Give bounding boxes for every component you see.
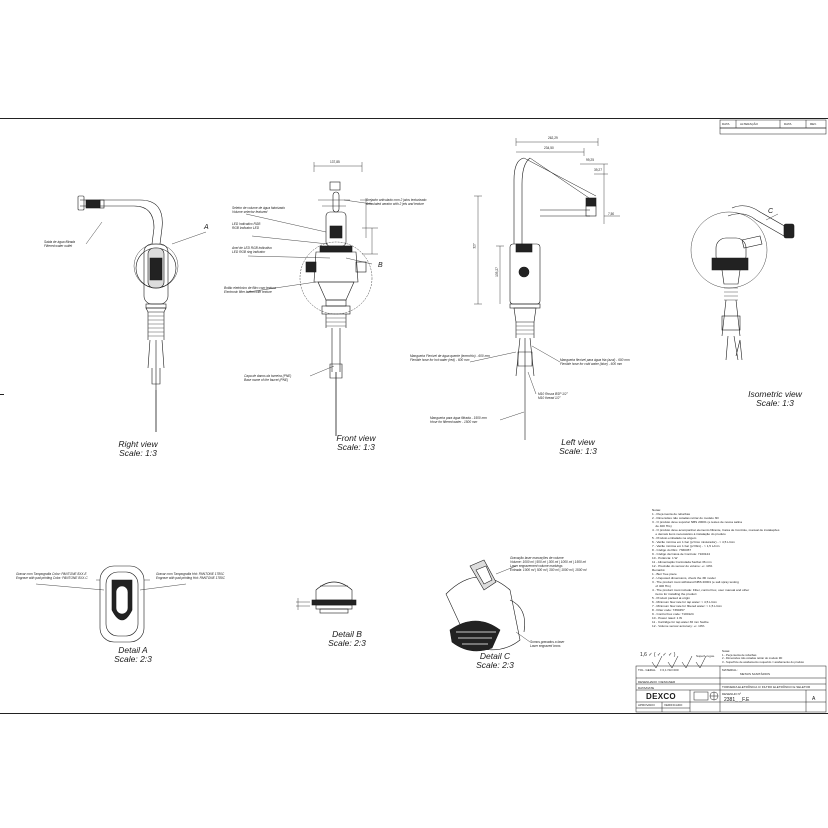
tb-row-designer: DESENHADO / DESIGNER — [638, 680, 676, 684]
title-block — [635, 665, 827, 713]
tb-tolerance-label: TOL. GERAL — [638, 668, 656, 672]
front-view-drawing — [245, 162, 378, 436]
detail-b-drawing — [296, 581, 357, 614]
annotation-front-aerator: Arejador articulado com 2 jatos texturiz… — [366, 198, 427, 206]
annotation-left-thread: M10 Rosca BSP 1/2"M10 thread 1/2" — [538, 392, 568, 400]
annotation-detail-a-right: Gravar com Tampografia Hot: PANTONE 1780… — [156, 572, 225, 580]
detail-a-drawing — [35, 565, 187, 643]
dim-left-h2: 133,27 — [494, 267, 499, 277]
right-view-drawing — [77, 195, 207, 432]
annotation-left-cold-hose: Mangueira flexível para água fria (azul)… — [560, 358, 630, 366]
dim-left-total: 262,29 — [548, 136, 558, 140]
tb-row-approved: APROVADO — [638, 703, 655, 707]
tb-drawing-no-label: DESENHO Nº — [722, 692, 741, 696]
tb-row-verified: VERIFICADO — [664, 703, 683, 707]
detail-c-marker — [690, 211, 768, 289]
surface-finish-symbols — [651, 655, 707, 669]
tb-company-logo: DEXCO — [646, 692, 676, 701]
callout-c: C — [768, 208, 774, 215]
dim-front-width: 137,85 — [330, 160, 340, 164]
revision-table — [719, 119, 827, 135]
detail-b-marker — [299, 241, 373, 315]
tb-drawing-no: 2381_ _F.E — [724, 697, 750, 703]
annotation-detail-a-left: Gravar com Tampografia Color: PANTONE 8X… — [16, 572, 88, 580]
callout-a: A — [204, 224, 209, 231]
annotation-front-base: Capa de danos da torneira (PNE)Base name… — [244, 374, 292, 382]
left-view-drawing — [469, 138, 620, 440]
drawing-sheet — [0, 118, 828, 714]
tb-material-label: MATERIAL: — [722, 668, 738, 672]
rev-header-date: DATA — [722, 122, 730, 126]
dim-left-h1: 327 — [472, 243, 477, 249]
annotation-left-hot-hose: Mangueira Flexível de água quente (termo… — [410, 354, 490, 362]
callout-b: B — [378, 262, 383, 269]
sheet-edge-tick — [0, 394, 4, 395]
dim-left-d1: 99,25 — [586, 158, 594, 162]
dim-left-small: 7,50 — [608, 212, 615, 216]
rev-header-change: ALTERAÇÃO — [740, 122, 758, 126]
tb-material-value: METAIS SANITÁRIOS — [740, 672, 770, 676]
tb-rev: A — [812, 696, 816, 702]
rev-header-rev: REV. — [810, 122, 817, 126]
tb-description: TORNEIRA ELETRÔNICA C/ FILTRO ELETRÔNICO… — [722, 685, 811, 689]
surface-finish-label: Superf. rugos. — [696, 654, 715, 658]
tb-tolerance-value: ± 0,1 ISO 000 — [660, 668, 679, 672]
surface-finish-value: 1,6 ✓ ( ✓ ✓ ✓ ) — [640, 652, 676, 658]
detail-a-marker — [133, 243, 179, 289]
rev-header-date2: DATA — [784, 122, 792, 126]
dim-left-reach: 234,50 — [544, 146, 554, 150]
detail-c-drawing — [445, 559, 531, 652]
isometric-view-drawing — [711, 205, 795, 361]
tb-row-date: DATA/DATE — [638, 686, 655, 690]
dim-left-d2: 39,27 — [594, 168, 602, 172]
